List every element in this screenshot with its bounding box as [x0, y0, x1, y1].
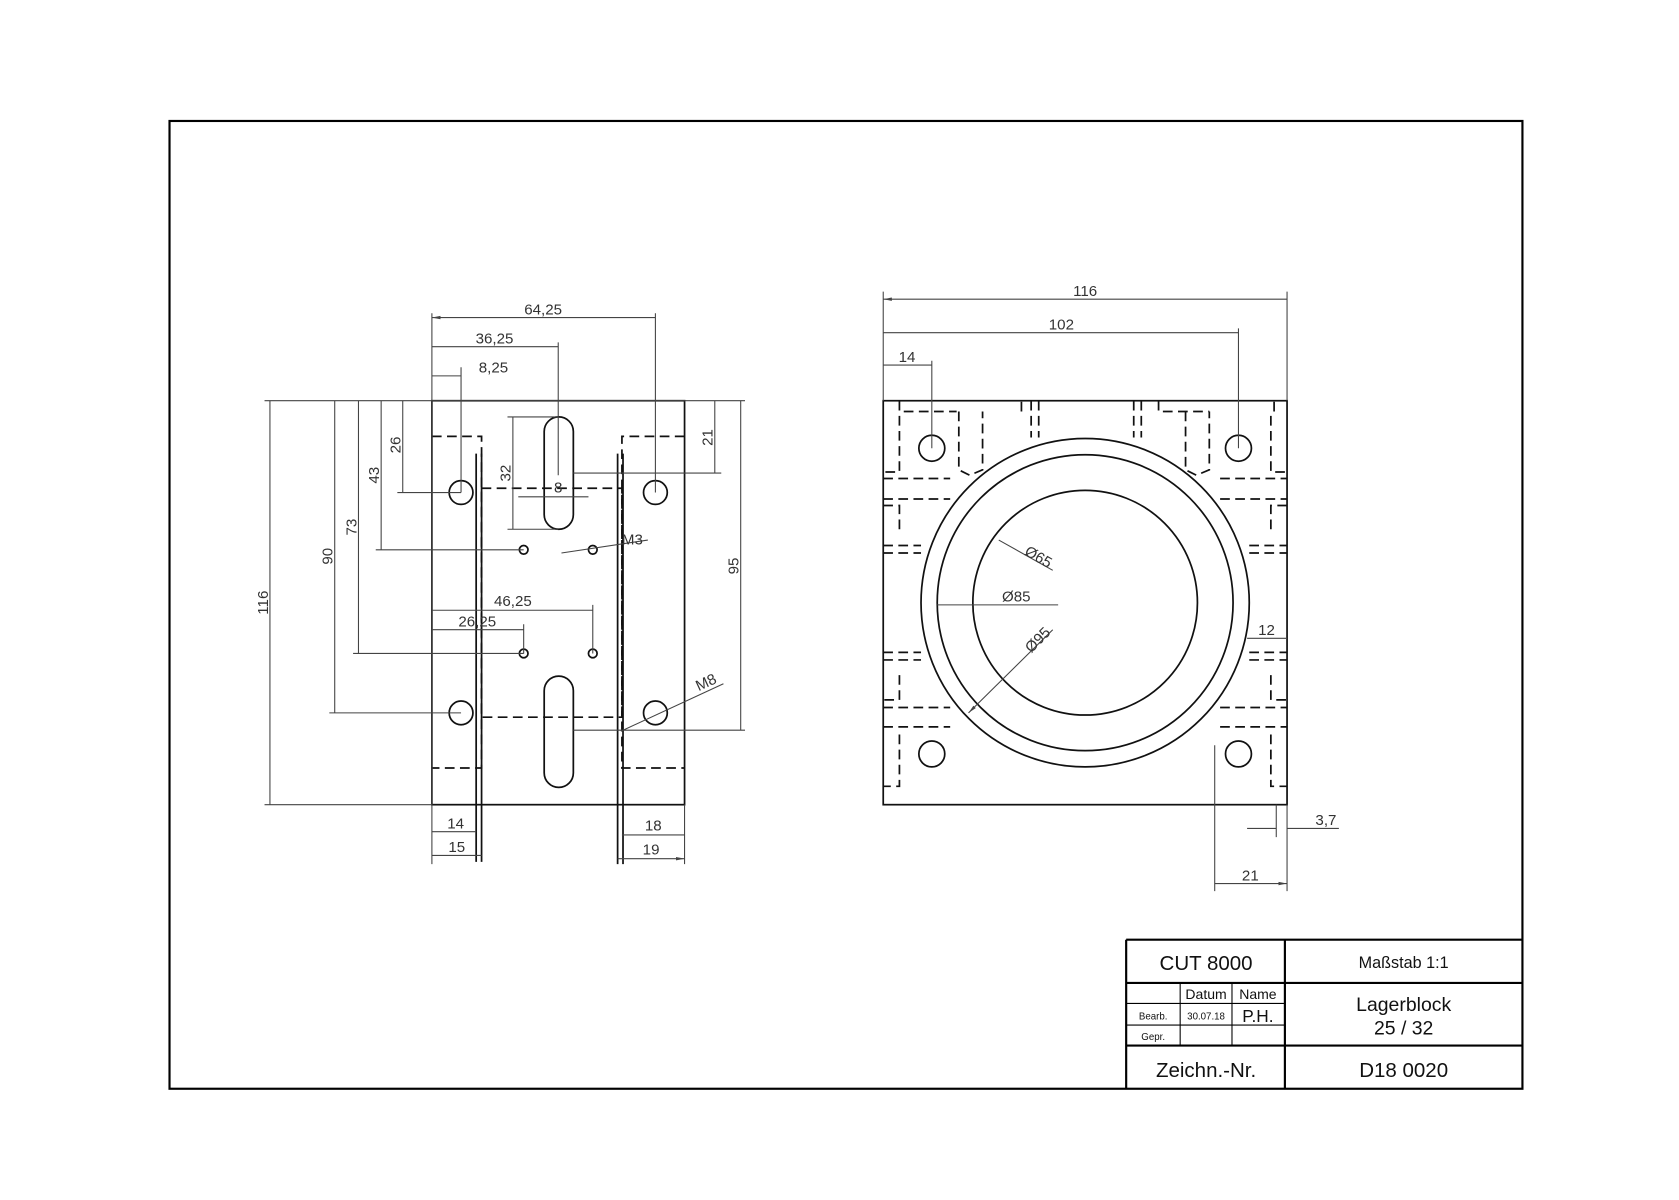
dim-90: 90: [320, 548, 337, 565]
dim-18: 18: [645, 818, 662, 835]
dim-14: 14: [899, 349, 916, 366]
part-name: Lagerblock: [1356, 994, 1451, 1016]
block-outline: [882, 399, 1288, 806]
side-holes: [917, 434, 1253, 768]
dim-21: 21: [700, 429, 717, 446]
thread-m3: M3: [622, 531, 643, 548]
dim-64-25: 64,25: [524, 301, 562, 318]
dim-36-25: 36,25: [476, 330, 514, 347]
dim-43: 43: [366, 467, 383, 484]
dim-19: 19: [643, 841, 660, 858]
project-name: CUT 8000: [1160, 952, 1253, 975]
dim-46-25: 46,25: [494, 593, 532, 610]
scale: Maßstab 1:1: [1359, 954, 1449, 972]
drawing-frame: [168, 119, 1524, 1090]
dim-116: 116: [255, 591, 272, 615]
dim-95: 95: [726, 558, 743, 575]
dim-3-7: 3,7: [1315, 812, 1336, 829]
dim-26: 26: [388, 437, 405, 454]
dim-116: 116: [1073, 283, 1097, 300]
dim-12: 12: [1258, 622, 1275, 639]
drawn-date: 30.07.18: [1187, 1012, 1225, 1023]
diameter-85: Ø85: [1002, 589, 1031, 606]
drawing-number: D18 0020: [1359, 1059, 1448, 1082]
dim-73: 73: [343, 519, 360, 536]
slot-bottom: [543, 675, 575, 789]
row-drawn: Bearb.: [1139, 1012, 1168, 1023]
diameter-65: Ø65: [1022, 543, 1055, 572]
thread-m8: M8: [693, 671, 719, 695]
dim-21: 21: [1242, 867, 1259, 884]
dim-14: 14: [447, 815, 464, 832]
dim-102: 102: [1049, 316, 1074, 333]
col-name: Name: [1239, 986, 1277, 1002]
title-block: CUT 8000 Maßstab 1:1 Datum Name Bearb. G…: [1125, 938, 1523, 1089]
part-size: 25 / 32: [1374, 1018, 1433, 1040]
dim-8-25: 8,25: [479, 360, 508, 377]
front-view: 64,25 36,25 8,25 116 90 73 43 26 32 8 21…: [255, 301, 746, 864]
diameter-95: Ø95: [1022, 624, 1054, 656]
dim-8: 8: [554, 480, 562, 497]
dim-15: 15: [448, 839, 465, 856]
side-view: 116 102 14 12 3,7 21 Ø65 Ø85 Ø95: [883, 283, 1339, 891]
drawing-number-label: Zeichn.-Nr.: [1156, 1059, 1256, 1082]
dim-32: 32: [498, 465, 515, 482]
col-date: Datum: [1185, 986, 1226, 1002]
row-checked: Gepr.: [1141, 1032, 1165, 1043]
dim-26-25: 26,25: [458, 613, 496, 630]
drawn-name: P.H.: [1242, 1006, 1273, 1026]
bore-95: [920, 437, 1251, 768]
bore-85: [936, 453, 1234, 752]
